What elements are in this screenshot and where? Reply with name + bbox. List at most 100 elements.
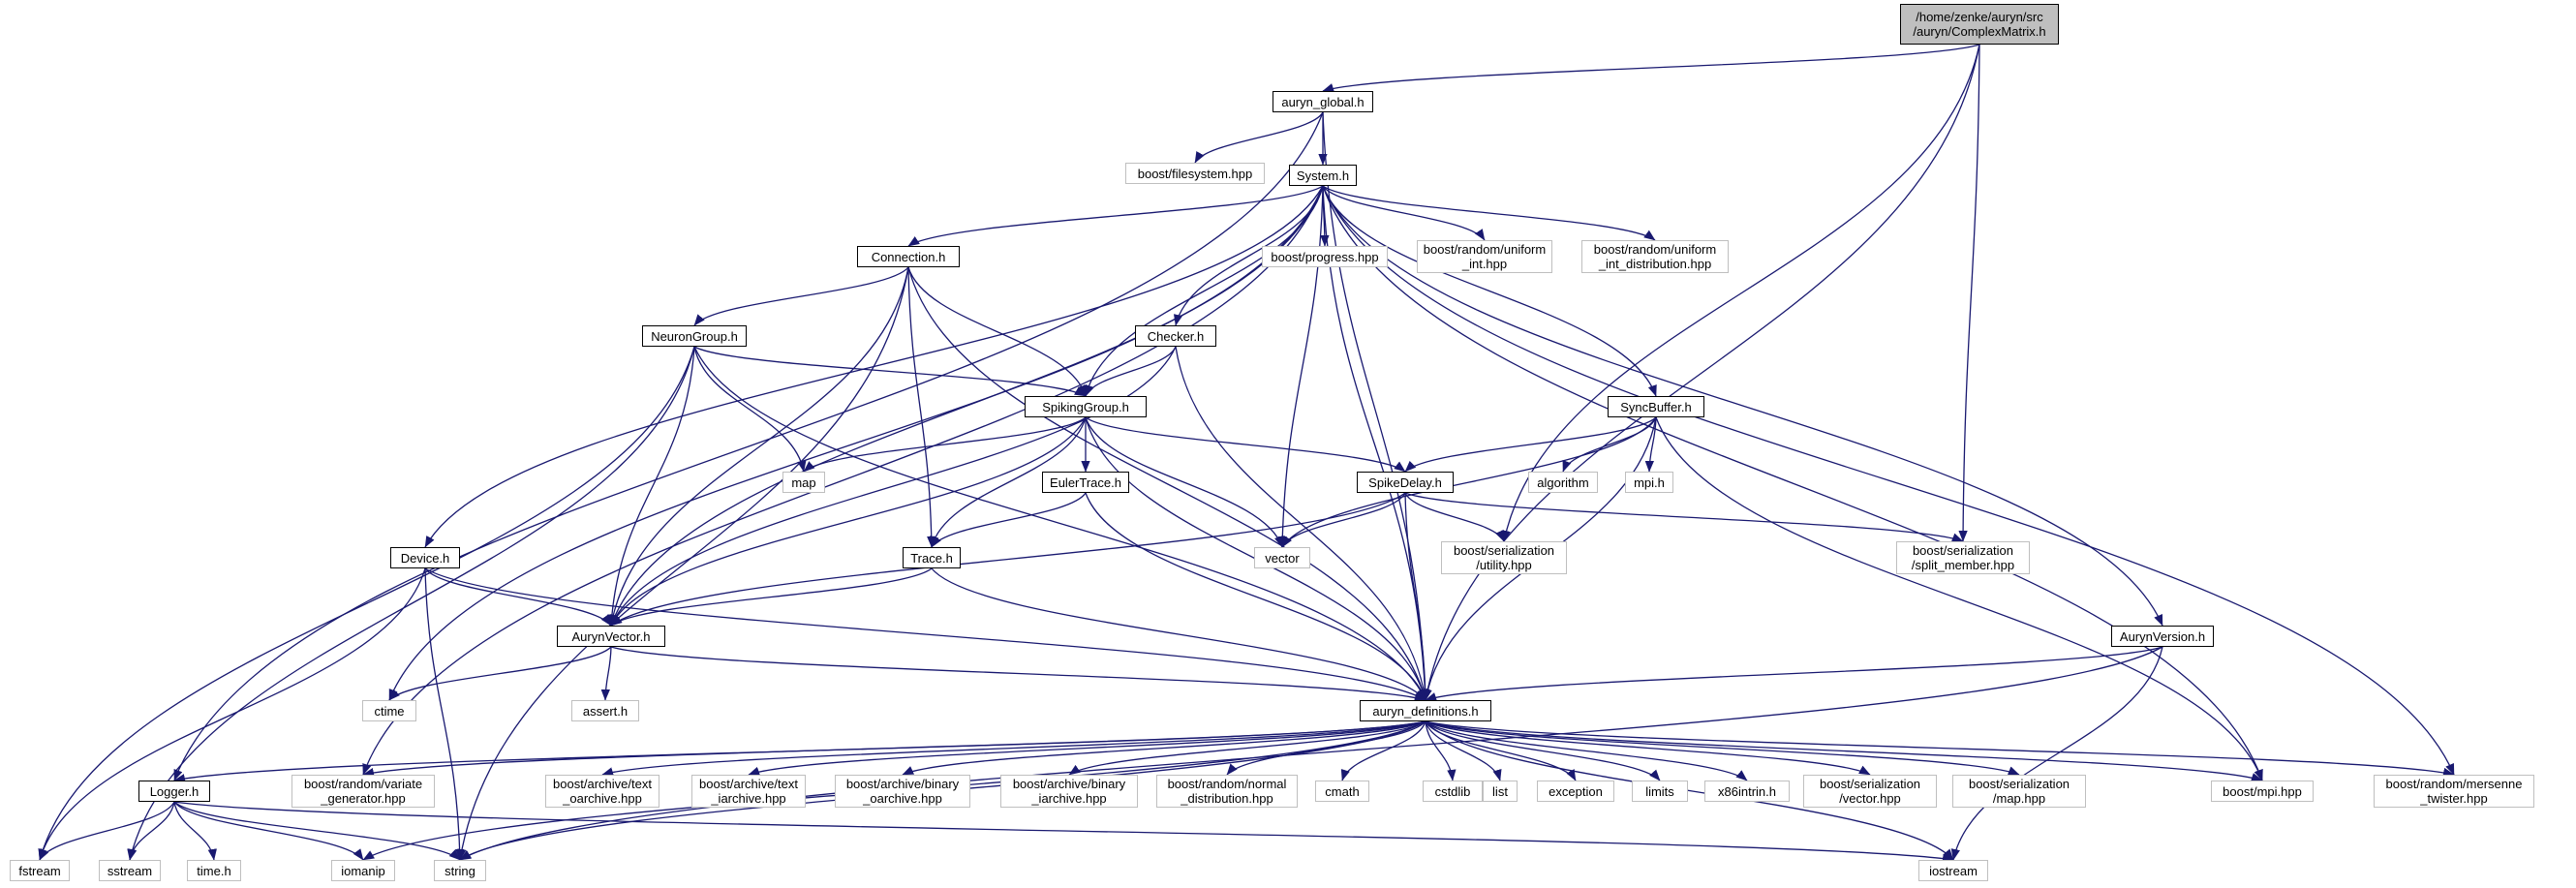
edge-complexmatrix-to-auryn_global [1322, 44, 1980, 93]
node-exception: exception [1537, 781, 1614, 802]
edge-spikedelay-to-split_member [1404, 492, 1964, 542]
edge-auryn_definitions-to-binary_iarchive [1068, 720, 1426, 776]
node-device[interactable]: Device.h [390, 547, 460, 568]
node-ser_utility: boost/serialization /utility.hpp [1441, 541, 1567, 574]
edge-system-to-connection [907, 185, 1324, 247]
edge-auryn_definitions-to-ser_map [1425, 720, 2020, 776]
edge-system-to-ctime [388, 185, 1324, 701]
edge-neurongroup-to-spikinggroup [693, 346, 1087, 397]
node-filesystem: boost/filesystem.hpp [1125, 163, 1265, 184]
edge-logger-to-fstream [39, 801, 175, 861]
edge-auryn_definitions-to-limits [1425, 720, 1661, 781]
edge-neurongroup-to-auryn_definitions [693, 346, 1426, 701]
node-auryn_definitions[interactable]: auryn_definitions.h [1360, 700, 1491, 721]
edge-auryn_definitions-to-text_oarchive [601, 720, 1426, 777]
edge-auryn_definitions-to-variate_gen [362, 720, 1426, 778]
node-limits: limits [1632, 781, 1688, 802]
edge-auryn_definitions-to-cstdlib [1425, 720, 1457, 781]
edge-system-to-mersenne [1322, 185, 2455, 776]
node-text_oarchive: boost/archive/text _oarchive.hpp [545, 775, 659, 808]
edge-auryn_global-to-filesystem [1194, 111, 1324, 164]
edge-spikinggroup-to-trace [930, 416, 1087, 548]
node-list: list [1483, 781, 1518, 802]
edge-aurynversion-to-auryn_definitions [1425, 646, 2163, 702]
node-spikedelay[interactable]: SpikeDelay.h [1357, 472, 1454, 493]
node-neurongroup[interactable]: NeuronGroup.h [642, 325, 747, 347]
node-aurynversion[interactable]: AurynVersion.h [2111, 626, 2214, 647]
edge-syncbuffer-to-mpi_h [1644, 416, 1657, 473]
node-connection[interactable]: Connection.h [857, 246, 960, 267]
node-syncbuffer[interactable]: SyncBuffer.h [1608, 396, 1704, 417]
node-aurynvector[interactable]: AurynVector.h [557, 626, 665, 647]
node-eulertrace[interactable]: EulerTrace.h [1042, 472, 1129, 493]
edge-system-to-boost_mpi [1322, 185, 2263, 781]
edge-connection-to-aurynvector [608, 266, 909, 627]
edge-spikedelay-to-ser_utility [1404, 492, 1505, 542]
node-ctime: ctime [362, 700, 416, 721]
node-trace[interactable]: Trace.h [903, 547, 961, 568]
node-cstdlib: cstdlib [1423, 781, 1483, 802]
edge-device-to-auryn_definitions [424, 567, 1426, 701]
edge-aurynvector-to-assert [600, 646, 612, 701]
edge-syncbuffer-to-boost_mpi [1655, 416, 2263, 781]
edge-complexmatrix-to-ser_utility [1501, 44, 1980, 542]
edge-auryn_definitions-to-x86intrin [1425, 720, 1748, 781]
edge-logger-to-time_h [173, 801, 217, 861]
edge-auryn_global-to-logger [173, 111, 1324, 781]
edge-aurynversion-to-iostream [1950, 646, 2163, 861]
edge-device-to-fstream [38, 567, 426, 861]
edge-system-to-vector [1277, 185, 1324, 548]
node-variate_gen: boost/random/variate _generator.hpp [291, 775, 435, 808]
node-progress: boost/progress.hpp [1262, 246, 1388, 267]
node-sstream: sstream [99, 860, 161, 881]
node-spikinggroup[interactable]: SpikingGroup.h [1025, 396, 1147, 417]
edge-spikedelay-to-auryn_definitions [1404, 492, 1430, 701]
edge-neurongroup-to-sstream [128, 346, 695, 861]
node-ser_map: boost/serialization /map.hpp [1952, 775, 2086, 808]
node-system[interactable]: System.h [1289, 165, 1357, 186]
edge-aurynvector-to-auryn_definitions [610, 646, 1426, 702]
node-mpi_h: mpi.h [1625, 472, 1673, 493]
edge-connection-to-auryn_definitions [907, 266, 1427, 701]
edge-eulertrace-to-auryn_definitions [1085, 492, 1426, 701]
edge-trace-to-aurynvector [610, 567, 933, 627]
node-logger[interactable]: Logger.h [138, 781, 210, 802]
edge-system-to-syncbuffer [1322, 185, 1657, 397]
edge-system-to-uniform_int [1322, 185, 1486, 241]
node-uniform_int_dist: boost/random/uniform _int_distribution.h… [1581, 240, 1729, 273]
node-uniform_int: boost/random/uniform _int.hpp [1417, 240, 1552, 273]
edge-auryn_definitions-to-binary_oarchive [902, 720, 1426, 776]
edge-auryn_definitions-to-iostream [1425, 720, 1954, 861]
node-boost_mpi: boost/mpi.hpp [2211, 781, 2314, 802]
node-binary_iarchive: boost/archive/binary _iarchive.hpp [1000, 775, 1138, 808]
node-auryn_global[interactable]: auryn_global.h [1273, 91, 1373, 112]
edge-checker-to-spikinggroup [1085, 346, 1177, 397]
node-text_iarchive: boost/archive/text _iarchive.hpp [691, 775, 806, 808]
node-iomanip: iomanip [331, 860, 395, 881]
node-split_member: boost/serialization /split_member.hpp [1896, 541, 2030, 574]
edge-complexmatrix-to-auryn_definitions [1423, 44, 1980, 701]
edge-auryn_global-to-auryn_definitions [1322, 111, 1430, 701]
edge-connection-to-neurongroup [693, 266, 909, 326]
edge-connection-to-spikinggroup [907, 266, 1088, 397]
node-cmath: cmath [1315, 781, 1369, 802]
edge-auryn_definitions-to-cmath [1340, 720, 1426, 781]
edge-spikinggroup-to-map [803, 416, 1087, 473]
edge-neurongroup-to-fstream [38, 346, 695, 861]
edge-auryn_definitions-to-list [1425, 720, 1502, 781]
node-x86intrin: x86intrin.h [1704, 781, 1790, 802]
edge-spikinggroup-to-aurynvector [610, 416, 1087, 627]
edge-auryn_definitions-to-ser_vector [1425, 720, 1871, 776]
node-checker[interactable]: Checker.h [1135, 325, 1216, 347]
node-binary_oarchive: boost/archive/binary _oarchive.hpp [835, 775, 970, 808]
edge-aurynvector-to-ctime [388, 646, 612, 701]
node-vector: vector [1254, 547, 1310, 568]
node-assert: assert.h [571, 700, 639, 721]
edge-neurongroup-to-aurynvector [607, 346, 695, 627]
edge-device-to-string [424, 567, 465, 861]
node-map: map [782, 472, 825, 493]
node-iostream: iostream [1918, 860, 1988, 881]
edge-complexmatrix-to-split_member [1958, 44, 1980, 542]
edge-connection-to-string [457, 266, 909, 861]
edge-syncbuffer-to-vector [1281, 416, 1657, 548]
